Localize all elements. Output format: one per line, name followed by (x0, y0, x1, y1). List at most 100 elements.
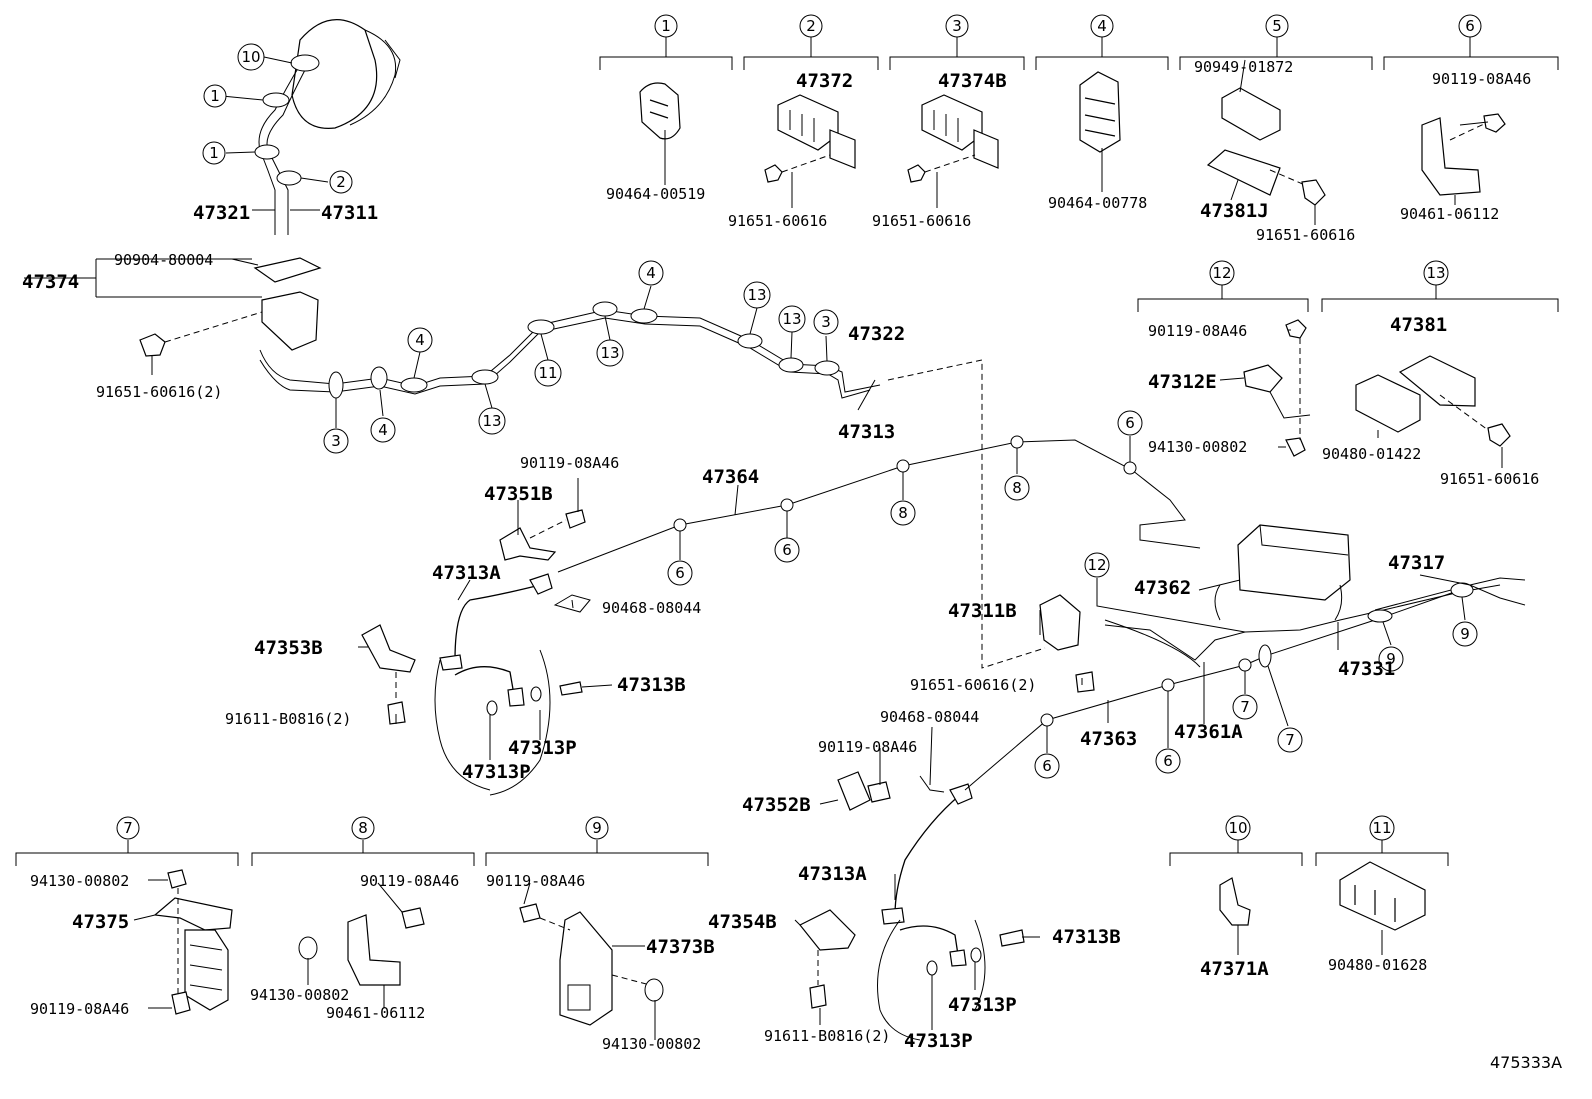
label-47313B-upper: 47313B (617, 674, 686, 696)
label-47331: 47331 (1338, 658, 1395, 680)
svg-text:9: 9 (592, 819, 602, 837)
svg-text:9: 9 (1386, 650, 1396, 668)
bracket-47371A-sketch (1219, 877, 1251, 926)
callout-9: 9 (585, 816, 609, 840)
callout-13-rail-c: 13 (743, 281, 771, 309)
label-47381J: 47381J (1200, 200, 1269, 222)
label-94130-00802-9: 94130-00802 (602, 1035, 701, 1053)
callout-1-booster-a: 1 (203, 84, 227, 108)
callout-10: 10 (1225, 815, 1251, 841)
label-47371A: 47371A (1200, 958, 1269, 980)
label-90119-08A46-12: 90119-08A46 (1148, 322, 1247, 340)
label-47313P-upper-b: 47313P (462, 761, 531, 783)
label-91651-60616-2: 91651-60616 (728, 212, 827, 230)
label-91651-60616-2pcs-b: 91651-60616(2) (910, 676, 1036, 694)
svg-text:6: 6 (1163, 752, 1173, 770)
svg-text:2: 2 (806, 17, 816, 35)
label-47313: 47313 (838, 421, 895, 443)
label-91611-B0816-b: 91611-B0816(2) (764, 1027, 890, 1045)
clamp-47381J-sketch (1206, 87, 1326, 206)
callout-1-booster-b: 1 (202, 141, 226, 165)
svg-text:4: 4 (1097, 17, 1107, 35)
part-sketches (139, 19, 1511, 1041)
callout-8-b: 8 (1004, 475, 1030, 501)
svg-text:13: 13 (1426, 264, 1445, 282)
label-47364: 47364 (702, 466, 759, 488)
group-brackets (15, 37, 1559, 866)
svg-text:6: 6 (1465, 17, 1475, 35)
callout-4: 4 (1090, 14, 1114, 38)
svg-text:13: 13 (482, 412, 501, 430)
label-91611-B0816-a: 91611-B0816(2) (225, 710, 351, 728)
callout-9-a: 9 (1378, 646, 1404, 672)
clamp-90461-06112-sketch (1421, 113, 1506, 196)
bracket-47311B-sketch (1039, 594, 1081, 651)
label-90464-00519: 90464-00519 (606, 185, 705, 203)
callout-12-b: 12 (1084, 552, 1110, 578)
svg-text:8: 8 (898, 504, 908, 522)
label-47363: 47363 (1080, 728, 1137, 750)
callout-6-a: 6 (667, 560, 693, 586)
pipe-clip-markers (254, 54, 1474, 727)
callout-13-rail-b: 13 (596, 339, 624, 367)
callout-13: 13 (1423, 260, 1449, 286)
label-90119-08A46-b: 90119-08A46 (818, 738, 917, 756)
label-94130-00802-7: 94130-00802 (30, 872, 129, 890)
label-47313A-upper: 47313A (432, 562, 501, 584)
leader-lines (24, 56, 1503, 1040)
callout-7-a: 7 (1232, 694, 1258, 720)
svg-text:7: 7 (123, 819, 133, 837)
clamp-47375-sketch (153, 869, 233, 1015)
label-47313P-lower-a: 47313P (948, 994, 1017, 1016)
flex-hose-47313A-upper-sketch (434, 573, 583, 796)
svg-text:13: 13 (747, 286, 766, 304)
callout-9-b: 9 (1452, 621, 1478, 647)
label-90119-08A46-a: 90119-08A46 (520, 454, 619, 472)
label-90468-08044-a: 90468-08044 (602, 599, 701, 617)
svg-text:10: 10 (1228, 819, 1247, 837)
svg-text:6: 6 (675, 564, 685, 582)
clip-90464-00519-sketch (639, 82, 681, 140)
part-labels: 47372 47374B 90949-01872 90119-08A46 904… (22, 58, 1562, 1072)
label-91651-60616-2pcs: 91651-60616(2) (96, 383, 222, 401)
callout-4-rail-a: 4 (370, 417, 396, 443)
callout-7: 7 (116, 816, 140, 840)
callout-11: 11 (1369, 815, 1395, 841)
label-90119-08A46-8: 90119-08A46 (360, 872, 459, 890)
svg-text:6: 6 (1125, 414, 1135, 432)
callout-6-d: 6 (1034, 753, 1060, 779)
clip-90468-08044-b-sketch (919, 775, 945, 793)
label-94130-00802-12: 94130-00802 (1148, 438, 1247, 456)
bracket-47351B-sketch (499, 527, 557, 561)
clamp-47372-sketch (764, 94, 856, 183)
label-47381: 47381 (1390, 314, 1447, 336)
bolt-91611-B0816-a-sketch (387, 701, 406, 725)
callout-11-rail: 11 (534, 359, 562, 387)
callout-2: 2 (799, 14, 823, 38)
callout-6-e: 6 (1155, 748, 1181, 774)
callout-3: 3 (945, 14, 969, 38)
label-47317: 47317 (1388, 552, 1445, 574)
label-90119-08A46-6: 90119-08A46 (1432, 70, 1531, 88)
label-90119-08A46-9: 90119-08A46 (486, 872, 585, 890)
callout-4-rail-b: 4 (407, 327, 433, 353)
label-90480-01422: 90480-01422 (1322, 445, 1421, 463)
clip-90468-08044-a-sketch (553, 594, 591, 613)
clamp-47373B-sketch (519, 903, 664, 1026)
callout-6-b: 6 (774, 537, 800, 563)
label-47374B: 47374B (938, 70, 1007, 92)
label-47353B: 47353B (254, 637, 323, 659)
svg-text:1: 1 (210, 87, 220, 105)
diagram-reference: 475333A (1490, 1053, 1562, 1072)
svg-text:13: 13 (600, 344, 619, 362)
svg-text:1: 1 (661, 17, 671, 35)
label-90949-01872: 90949-01872 (1194, 58, 1293, 76)
label-47351B: 47351B (484, 483, 553, 505)
svg-text:4: 4 (646, 264, 656, 282)
label-47374: 47374 (22, 271, 79, 293)
label-47311B: 47311B (948, 600, 1017, 622)
callout-6: 6 (1458, 14, 1482, 38)
clip-90464-00778-sketch (1079, 71, 1121, 153)
svg-text:7: 7 (1285, 731, 1295, 749)
label-90464-00778: 90464-00778 (1048, 194, 1147, 212)
